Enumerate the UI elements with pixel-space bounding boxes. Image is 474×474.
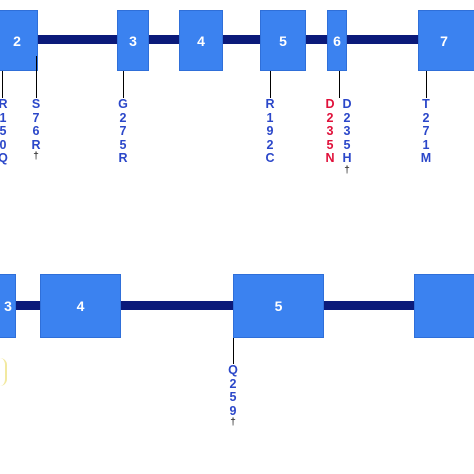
mutation-char: C: [265, 151, 275, 165]
dagger-mark: †: [33, 151, 39, 162]
mutation-char: 9: [229, 403, 237, 418]
bottom-exon-5: 5: [233, 274, 324, 338]
mutation-char: 2: [119, 110, 127, 125]
top-exon-3: 3: [117, 10, 149, 71]
mutation-char: N: [325, 151, 335, 165]
mutation-char: 0: [0, 137, 7, 152]
bottom-exon-4: 4: [40, 274, 121, 338]
mutation-char: 2: [422, 110, 430, 125]
top-exon-5-label: 5: [279, 32, 287, 49]
mutation-char: 1: [266, 110, 274, 125]
mutation-char: Q: [228, 363, 238, 377]
mutation-char: R: [0, 97, 8, 111]
tick-q259: [233, 338, 234, 364]
mutation-char: 5: [343, 137, 351, 152]
mutation-char: 2: [229, 376, 237, 391]
dagger-mark: †: [344, 164, 350, 176]
top-exon-7: 7: [418, 10, 474, 71]
mutation-char: 2: [266, 137, 274, 152]
bottom-exon-3: 3: [0, 274, 16, 338]
mutation-char: D: [342, 97, 352, 111]
tick-d235: [339, 71, 340, 98]
top-intron-line: [0, 35, 474, 44]
top-exon-6-label: 6: [333, 32, 341, 49]
mutation-char: 1: [0, 110, 7, 125]
tick-g275r: [123, 71, 124, 98]
mutation-char: 5: [0, 124, 7, 138]
bottom-exon-5-label: 5: [274, 298, 283, 314]
mutation-char: 3: [326, 124, 334, 138]
mutation-char: H: [342, 151, 352, 165]
mutation-char: R: [118, 151, 128, 165]
mutation-char: 7: [422, 124, 430, 138]
mutation-char: 5: [119, 137, 127, 152]
mutation-char: R: [265, 97, 275, 111]
tick-s76r: [36, 56, 37, 98]
mutation-char: 5: [229, 390, 237, 404]
tick-r192c: [270, 71, 271, 98]
top-exon-4: 4: [179, 10, 223, 71]
mutation-char: S: [31, 97, 41, 111]
bottom-exon-3-label: 3: [4, 298, 12, 314]
mutation-char: 2: [343, 110, 351, 125]
partial-mark-yellow: [0, 358, 7, 386]
mutation-char: 6: [32, 124, 40, 138]
mutation-char: M: [420, 151, 432, 165]
top-exon-7-label: 7: [440, 32, 448, 49]
bottom-exon-6: [414, 274, 474, 338]
tick-r150q: [2, 71, 3, 98]
top-exon-3-label: 3: [129, 32, 137, 49]
mutation-char: 9: [266, 124, 274, 138]
mutation-char: Q: [0, 151, 8, 165]
mutation-char: R: [31, 137, 41, 152]
mutation-char: 1: [422, 137, 430, 152]
mutation-char: 5: [326, 137, 334, 152]
mutation-char: T: [422, 97, 430, 111]
top-exon-6: 6: [327, 10, 347, 71]
mutation-char: 7: [32, 110, 40, 125]
dagger-mark: †: [230, 417, 236, 428]
mutation-char: D: [325, 97, 335, 111]
bottom-exon-4-label: 4: [76, 298, 85, 314]
top-exon-4-label: 4: [197, 32, 205, 49]
top-exon-2-label: 2: [13, 32, 21, 49]
mutation-char: 3: [343, 124, 351, 138]
top-exon-5: 5: [260, 10, 306, 71]
mutation-char: 7: [119, 124, 127, 138]
tick-t271m: [426, 71, 427, 98]
top-exon-2: 2: [0, 10, 38, 71]
mutation-char: G: [118, 97, 128, 111]
mutation-char: 2: [326, 110, 334, 125]
